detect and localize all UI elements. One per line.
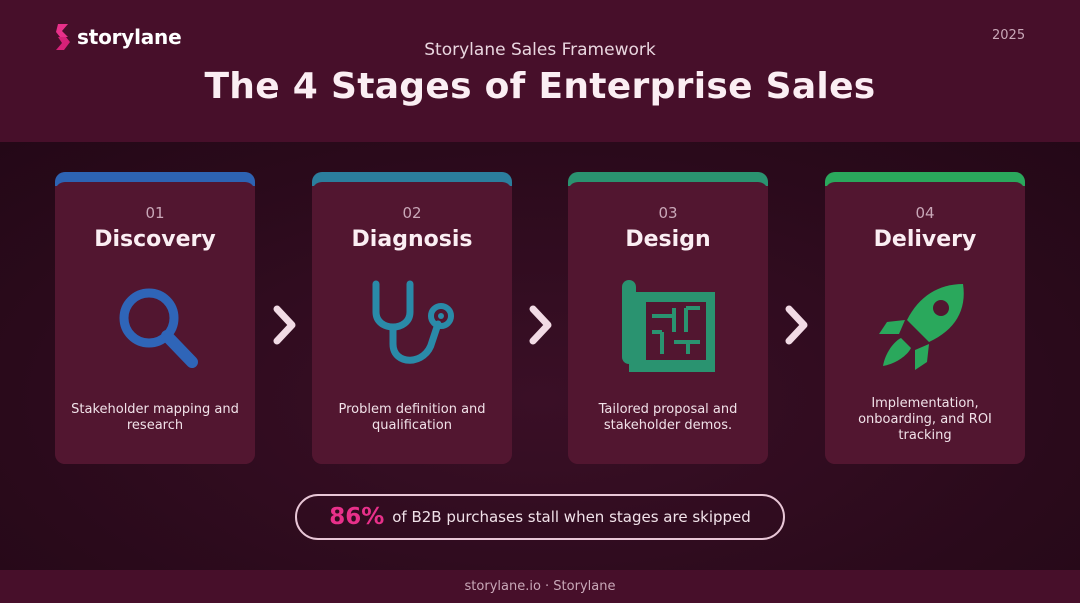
stat-callout: 86% of B2B purchases stall when stages a… (295, 494, 785, 540)
stage-description: Problem definition and qualification (338, 402, 486, 433)
header-band (0, 0, 1080, 142)
stage-name: Design (625, 227, 711, 252)
stage-number: 01 (145, 204, 165, 222)
stat-text: of B2B purchases stall when stages are s… (392, 508, 751, 526)
stage-number: 02 (402, 204, 422, 222)
stage-card-diagnosis: 02 Diagnosis Problem definition and qual… (312, 172, 512, 464)
stat-value: 86% (329, 504, 385, 530)
brand-logo[interactable]: storylane (54, 22, 182, 52)
stage-description: Tailored proposal and stakeholder demos. (598, 402, 738, 433)
stage-card-design: 03 Design Tailored proposal and stakehol… (568, 172, 768, 464)
stage-number: 03 (658, 204, 678, 222)
stage-name: Diagnosis (351, 227, 473, 252)
chevron-right-icon (785, 305, 808, 345)
year-label: 2025 (992, 28, 1026, 43)
chevron-right-icon (273, 305, 296, 345)
stage-number: 04 (915, 204, 935, 222)
brand-name: storylane (77, 25, 182, 49)
rocket-icon (879, 284, 964, 370)
footer: storylane.io · Storylane (0, 570, 1080, 603)
stage-name: Delivery (873, 227, 977, 252)
stage-card-discovery: 01 Discovery Stakeholder mapping and res… (55, 172, 255, 464)
blueprint-icon (622, 280, 715, 372)
stage-card-body (312, 182, 512, 464)
chevron-right-icon (529, 305, 552, 345)
stage-description: Implementation, onboarding, and ROI trac… (858, 396, 992, 443)
magnifying-glass-icon (119, 288, 198, 368)
stage-name: Discovery (94, 227, 216, 252)
storylane-logo-icon (56, 24, 70, 50)
stage-description: Stakeholder mapping and research (71, 402, 239, 433)
stage-card-body (55, 182, 255, 464)
stethoscope-icon (372, 280, 454, 364)
page-title: The 4 Stages of Enterprise Sales (204, 66, 876, 107)
footer-text[interactable]: storylane.io · Storylane (464, 579, 616, 594)
page-subtitle: Storylane Sales Framework (424, 40, 656, 60)
stage-card-delivery: 04 Delivery Implementation, onboarding, … (825, 172, 1025, 464)
